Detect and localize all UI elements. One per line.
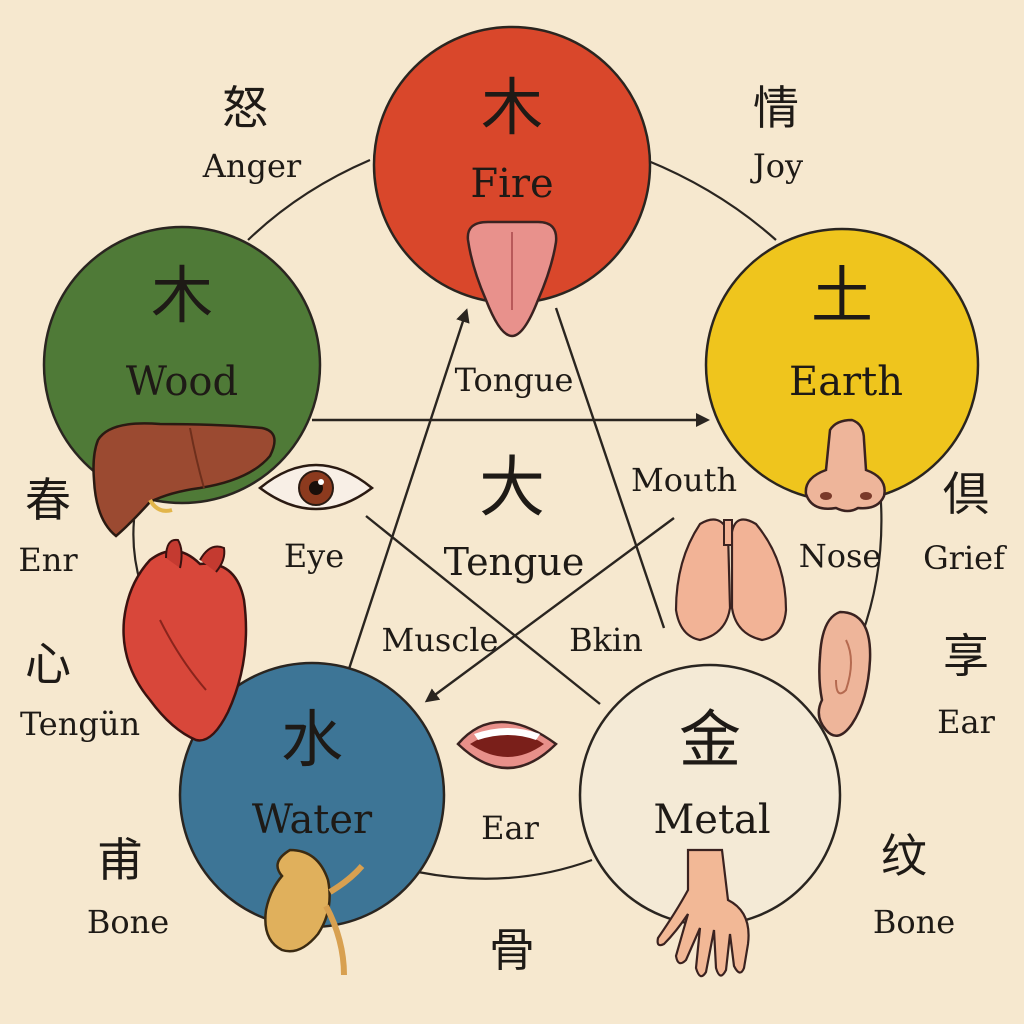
nose-icon	[804, 418, 886, 513]
arrow-water-to-fire	[346, 308, 470, 673]
eye-icon	[257, 463, 375, 511]
bone-right-label: Bone	[872, 903, 956, 941]
water-name: Water	[251, 797, 373, 843]
liver-icon	[92, 422, 276, 538]
center-symbol: 大	[479, 449, 545, 526]
heart-label: Tengün	[19, 705, 141, 743]
line-eye-to-metal	[365, 515, 601, 705]
tongue-icon	[466, 220, 558, 338]
anger-label: Anger	[202, 147, 302, 185]
bone-left-cjk: 甫	[97, 833, 143, 887]
fire-name: Fire	[470, 161, 554, 207]
ear-label: Ear	[937, 703, 995, 741]
joy-cjk: 情	[753, 81, 799, 135]
grief-label: Grief	[923, 539, 1005, 577]
grief-cjk: 倶	[943, 467, 989, 521]
eye-label: Eye	[283, 537, 345, 575]
kidney-icon	[264, 848, 365, 976]
anger-cjk: 怒	[222, 81, 268, 135]
ear-mid-label: Ear	[481, 809, 539, 847]
line-fire-to-metal	[554, 307, 666, 629]
cycle-arc-fire-earth	[645, 158, 777, 241]
skin-label: Bkin	[569, 621, 643, 659]
ear-cjk: 享	[943, 629, 989, 683]
wood-symbol: 木	[150, 259, 214, 332]
bone-left-label: Bone	[86, 903, 170, 941]
lungs-icon	[674, 518, 788, 642]
nose-label: Nose	[798, 537, 882, 575]
heart-cjk: 心	[25, 637, 71, 691]
cycle-arc-wood-fire	[247, 158, 371, 241]
earth-name: Earth	[788, 359, 904, 405]
muscle-label: Muscle	[381, 621, 499, 659]
metal-name: Metal	[653, 797, 771, 843]
mouth-icon	[456, 720, 558, 770]
water-symbol: 水	[280, 703, 344, 776]
center-label: Tengue	[443, 540, 585, 584]
fire-symbol: 木	[480, 71, 544, 144]
mouth-label: Mouth	[630, 461, 738, 499]
joy-label: Joy	[752, 147, 804, 185]
wood-name: Wood	[125, 359, 239, 405]
arrow-mouth-to-water	[424, 517, 675, 703]
controlling-cycle-lines	[312, 307, 710, 705]
metal-symbol: 金	[678, 703, 742, 776]
cycle-arc-metal-water	[417, 858, 593, 880]
hand-icon	[656, 848, 750, 978]
bottom-cjk: 骨	[489, 923, 535, 977]
earth-symbol: 土	[810, 259, 874, 332]
spring-label: Enr	[18, 541, 78, 579]
fire-organ-label: Tongue	[454, 361, 574, 399]
bone-right-cjk: 纹	[881, 829, 927, 883]
ear-icon	[817, 610, 872, 737]
heart-icon	[122, 538, 248, 742]
spring-cjk: 春	[25, 473, 71, 527]
